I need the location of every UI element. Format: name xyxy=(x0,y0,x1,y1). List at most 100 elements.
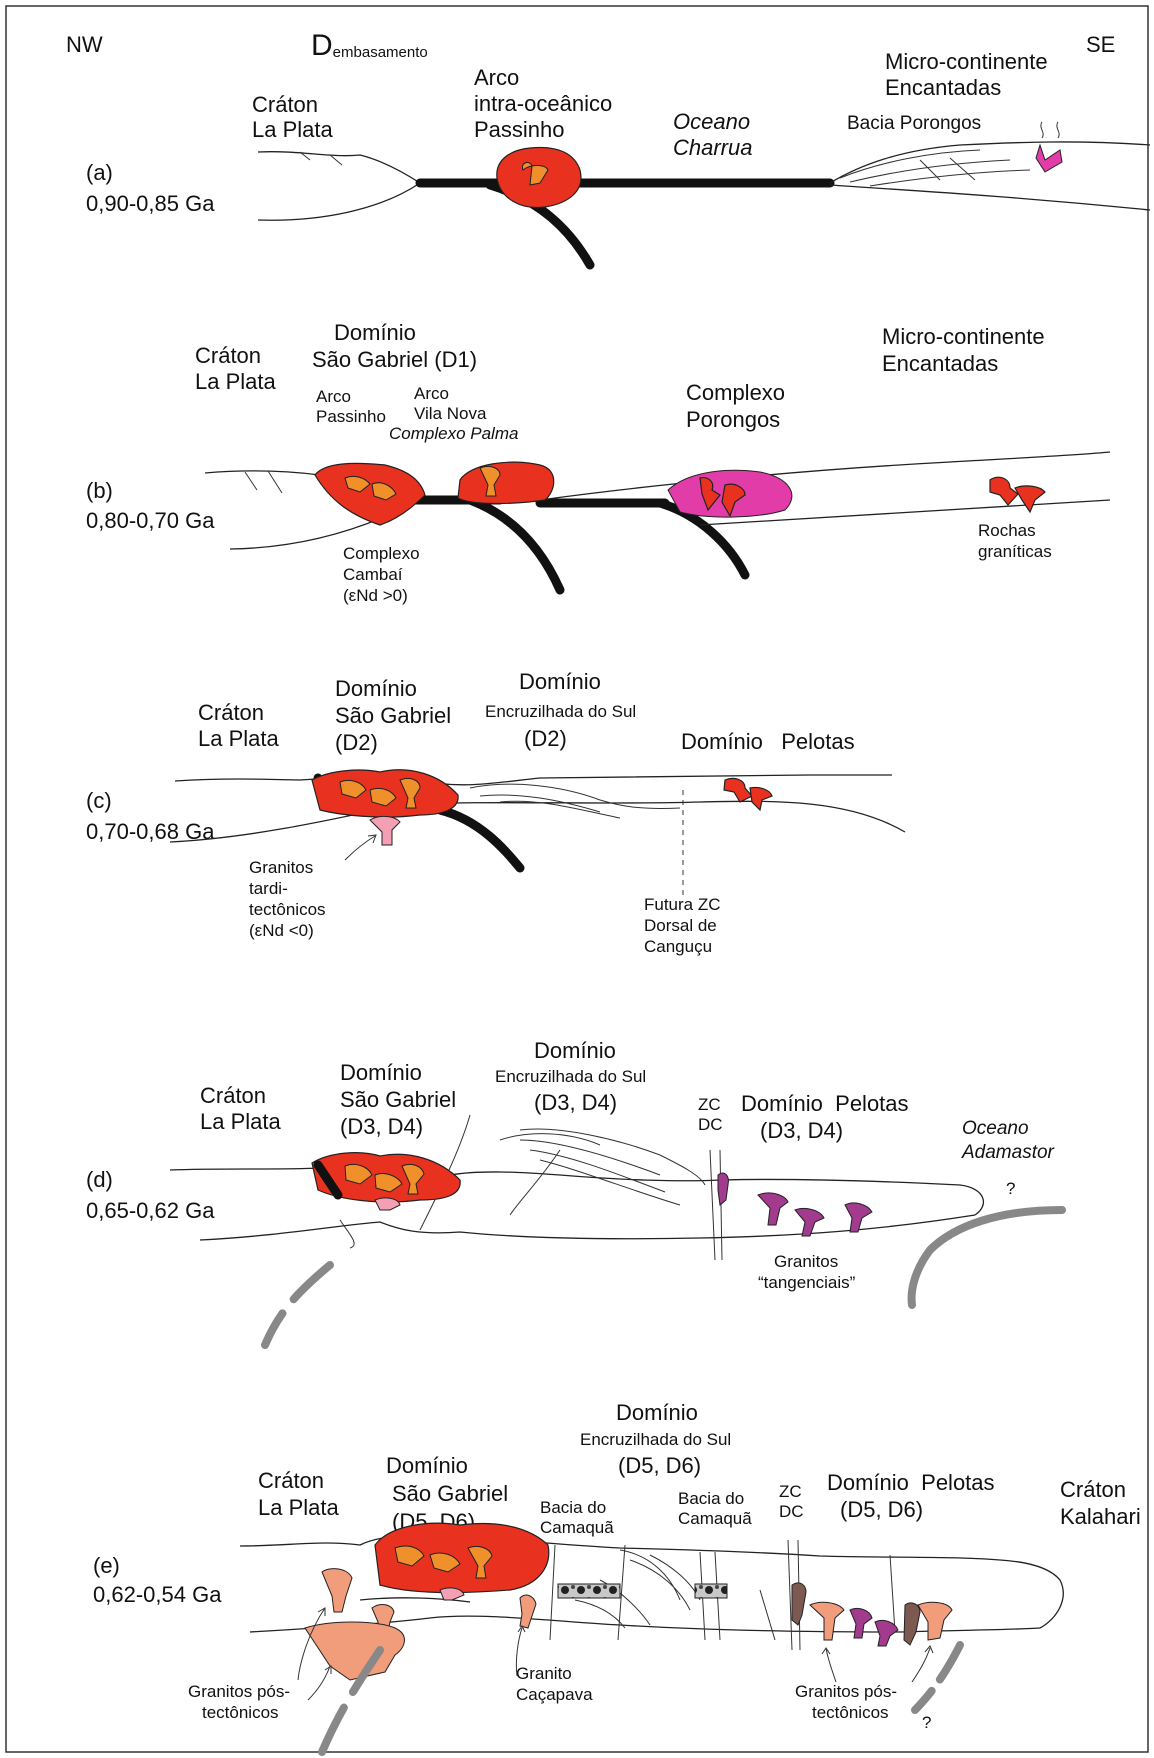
panel-a-pink-intrusion xyxy=(1036,145,1062,172)
panel-c-subducting-slab xyxy=(440,810,520,868)
panel-a-age: 0,90-0,85 Ga xyxy=(86,191,215,216)
panel-b-domain: DomínioSão Gabriel (D1) xyxy=(312,320,477,372)
se-label: SE xyxy=(1086,32,1115,57)
panel-d-pelotas: Domínio Pelotas(D3, D4) xyxy=(741,1091,909,1143)
panel-e-postectonic-e-1 xyxy=(810,1602,844,1640)
panel-b-craton-scarps xyxy=(245,471,282,493)
panel-c-pointer-arrow xyxy=(345,835,376,860)
panel-e-kalahari: CrátonKalahari xyxy=(1060,1477,1141,1529)
panel-e-pink-granite xyxy=(440,1588,464,1600)
panel-c-es-name: Encruzilhada do Sul xyxy=(485,702,636,721)
panel-d-tangential-granite-4 xyxy=(845,1203,872,1232)
panel-b-arc-passinho xyxy=(315,463,425,525)
nw-label: NW xyxy=(66,32,103,57)
panel-e-es-phase: (D5, D6) xyxy=(618,1453,701,1478)
panel-d-ocean: OceanoAdamastor xyxy=(961,1118,1055,1163)
panel-b-granitic-pluton-1 xyxy=(990,477,1018,505)
panel-c-pelotas: Domínio Pelotas xyxy=(681,729,855,754)
panel-d-future-slab-west xyxy=(265,1265,330,1345)
panel-c-es-title: Domínio xyxy=(519,669,601,694)
panel-a-id: (a) xyxy=(86,160,113,185)
panel-e-brown-granite-2 xyxy=(904,1603,920,1645)
panel-d-es-name: Encruzilhada do Sul xyxy=(495,1067,646,1086)
panel-c-pink-granite xyxy=(370,816,400,845)
panel-d-es-phase: (D3, D4) xyxy=(534,1090,617,1115)
panel-b-granitic-pluton-2 xyxy=(1015,486,1045,512)
panel-d-tangential-granite-3 xyxy=(795,1208,824,1236)
panel-c-crust-top xyxy=(175,775,892,785)
panel-e-id: (e) xyxy=(93,1553,120,1578)
panel-d-es-title: Domínio xyxy=(534,1038,616,1063)
panel-b-slab-1 xyxy=(470,500,560,590)
panel-a-basin-fill xyxy=(840,150,1030,186)
panel-d-future-slab-east xyxy=(912,1210,1062,1305)
panel-c-pelotas-pluton-1 xyxy=(724,778,752,802)
panel-e-brown-granite xyxy=(792,1583,806,1625)
panel-e-granites-west: Granitos pós-tectônicos xyxy=(188,1682,290,1722)
panel-c-es-folds xyxy=(470,784,680,818)
panel-e-camaqua-basin-1 xyxy=(558,1584,620,1598)
panel-c-id: (c) xyxy=(86,788,112,813)
panel-d-granites: Granitos“tangenciais” xyxy=(758,1252,856,1292)
panel-a-ocean-label: OceanoCharrua xyxy=(673,109,752,160)
panel-d-zcdc: ZCDC xyxy=(698,1095,723,1134)
panel-c-pelotas-pluton-2 xyxy=(750,787,772,810)
panel-d-id: (d) xyxy=(86,1167,113,1192)
panel-e: (e) 0,62-0,54 Ga CrátonLa Plata DomínioS… xyxy=(93,1400,1141,1752)
panel-e-postectonic-w-1 xyxy=(322,1569,352,1612)
panel-d: (d) 0,65-0,62 Ga CrátonLa Plata DomínioS… xyxy=(86,1038,1062,1345)
panel-a-volcanic-fumes xyxy=(1041,122,1059,138)
panel-e-bacia2: Bacia doCamaquã xyxy=(678,1489,752,1528)
panel-d-es-folds xyxy=(500,1129,705,1215)
panel-b-arc-vilanova xyxy=(458,462,554,503)
d-embasamento-label: Dembasamento xyxy=(311,29,428,62)
panel-d-question: ? xyxy=(1006,1179,1015,1198)
panel-d-age: 0,65-0,62 Ga xyxy=(86,1198,215,1223)
panel-e-future-slab-east xyxy=(915,1645,960,1710)
panel-b-age: 0,80-0,70 Ga xyxy=(86,508,215,533)
panel-e-postectonic-w-3 xyxy=(305,1622,404,1680)
panel-a-basin-label: Bacia Porongos xyxy=(847,113,981,134)
panel-c-es-phase: (D2) xyxy=(524,726,567,751)
panel-e-es-name: Encruzilhada do Sul xyxy=(580,1430,731,1449)
panel-b-palma: Complexo Palma xyxy=(389,424,518,443)
panel-d-tangential-granite-1 xyxy=(718,1173,728,1205)
panel-e-es-title: Domínio xyxy=(616,1400,698,1425)
panel-e-granites-east: Granitos pós-tectônicos xyxy=(795,1682,897,1722)
panel-e-craton-laplata: CrátonLa Plata xyxy=(258,1468,339,1520)
panel-d-tangential-granite-2 xyxy=(758,1193,788,1225)
panel-e-question: ? xyxy=(922,1713,931,1732)
panel-e-cacapava-granite xyxy=(520,1595,536,1628)
panel-e-postectonic-e-2 xyxy=(918,1602,952,1640)
panel-e-camaqua-basin-2 xyxy=(695,1584,727,1598)
panel-e-purple-granite-1 xyxy=(850,1608,872,1638)
panel-b-arc1: ArcoPassinho xyxy=(316,387,386,426)
panel-e-age: 0,62-0,54 Ga xyxy=(93,1582,222,1607)
panel-e-pelotas: Domínio Pelotas(D5, D6) xyxy=(827,1470,995,1522)
panel-b-id: (b) xyxy=(86,478,113,503)
panel-c-crust-bottom xyxy=(170,801,905,842)
